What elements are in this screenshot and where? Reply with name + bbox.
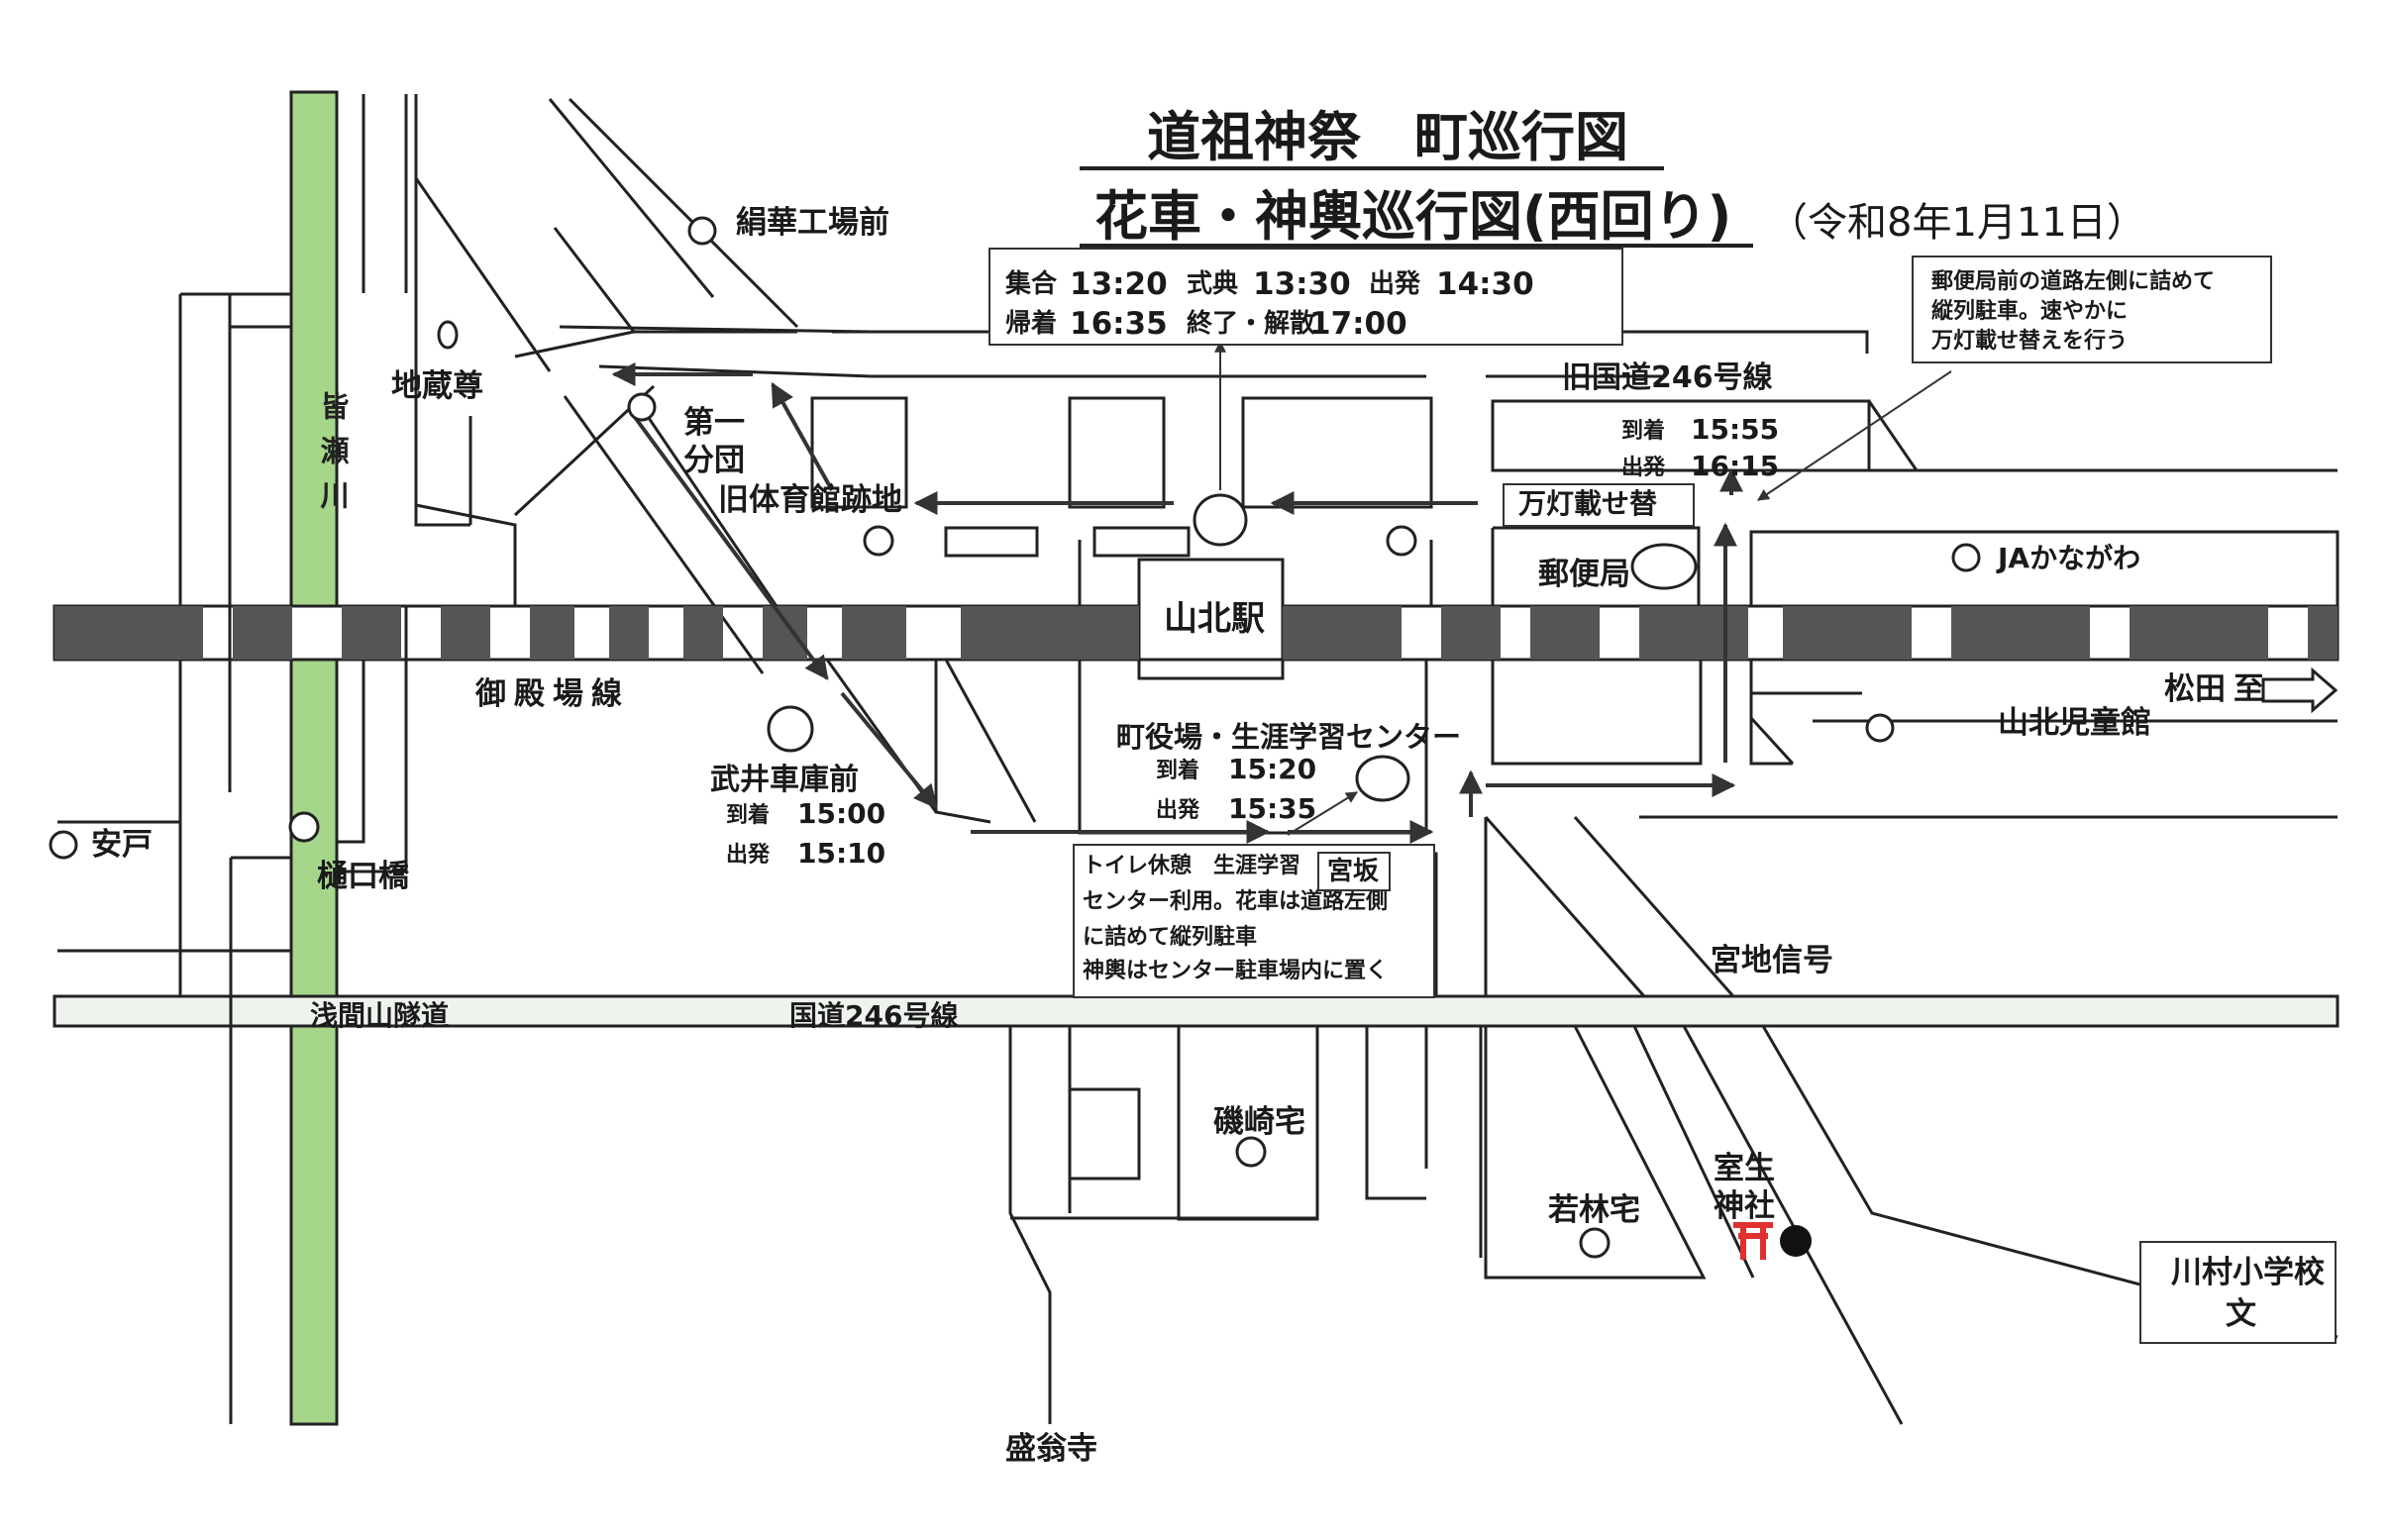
minase-river xyxy=(289,90,339,1426)
toilet-note: トイレ休憩 生涯学習 センター利用。花車は道路左側 に詰めて縦列駐車 神輿はセン… xyxy=(1073,844,1435,998)
toilet-note-line2: センター利用。花車は道路左側 xyxy=(1083,889,1389,914)
route246-label: 国道246号線 xyxy=(789,999,959,1032)
center-arrive-time: 15:20 xyxy=(1228,753,1317,785)
mando-box: 万灯載せ替 xyxy=(1503,483,1695,527)
school-box: 川村小学校 文 xyxy=(2139,1241,2337,1344)
schedule-return-label: 帰着 xyxy=(1005,309,1058,339)
higuchi-label: 樋口橋 xyxy=(317,859,409,894)
old246-name: 旧国道246号線 xyxy=(1562,360,1773,395)
isozaki-label: 磯崎宅 xyxy=(1213,1104,1305,1140)
station-label: 山北駅 xyxy=(1164,599,1265,639)
yasudo-label: 安戸 xyxy=(91,827,153,863)
torii-icon xyxy=(1733,1222,1773,1260)
takei-arrive-time: 15:00 xyxy=(797,797,886,830)
miyasaka-label: 宮坂 xyxy=(1327,857,1380,886)
school-symbol: 文 xyxy=(2226,1296,2256,1332)
takei-name: 武井車庫前 xyxy=(710,763,859,797)
shrine-dot xyxy=(1780,1225,1812,1257)
post-office-note-line2: 縦列駐車。速やかに xyxy=(1931,299,2129,324)
takei-depart-time: 15:10 xyxy=(797,837,886,870)
route-arrow xyxy=(771,381,834,491)
post-office-note-line1: 郵便局前の道路左側に詰めて xyxy=(1931,269,2216,294)
schedule-box: 集合 13:20 式典 13:30 出発 14:30 帰着 16:35 終了・解… xyxy=(988,248,1623,346)
old246-arrive-label: 到着 xyxy=(1621,419,1666,444)
rail-hatching xyxy=(54,606,2338,660)
old-gym-label: 旧体育館跡地 xyxy=(718,482,902,518)
toilet-note-line4: 神輿はセンター駐車場内に置く xyxy=(1083,959,1389,983)
center-depart-time: 15:35 xyxy=(1228,792,1317,825)
page-date: （令和8年1月11日） xyxy=(1768,200,2146,246)
asama-label: 浅間山隧道 xyxy=(310,999,450,1032)
schedule-gather-time: 13:20 xyxy=(1070,266,1168,302)
page-subtitle: 花車・神輿巡行図(西回り) xyxy=(1094,185,1732,248)
leader-lines xyxy=(1214,340,1952,836)
schedule-depart-label: 出発 xyxy=(1369,269,1421,299)
minase-river-label: 皆瀬川 xyxy=(316,391,350,525)
daiichi-label-2: 分団 xyxy=(683,443,745,478)
muro-label-1: 室生 xyxy=(1714,1151,1775,1186)
children-hall-label: 山北児童館 xyxy=(1998,705,2151,741)
center-depart-label: 出発 xyxy=(1156,798,1200,823)
old246-depart-label: 出発 xyxy=(1621,456,1666,480)
route-arrow xyxy=(840,691,938,809)
kenka-label: 絹華工場前 xyxy=(736,205,889,241)
center-name: 町役場・生涯学習センター xyxy=(1116,720,1462,754)
matsuda-dir-label: 至 xyxy=(2234,671,2264,707)
takei-depart-label: 出発 xyxy=(726,843,771,868)
ja-label: JAかながわ xyxy=(1998,542,2141,574)
post-office-note: 郵便局前の道路左側に詰めて 縦列駐車。速やかに 万灯載せ替えを行う xyxy=(1912,256,2272,363)
matsuda-label: 松田 xyxy=(2164,671,2226,707)
page-title: 道祖神祭 町巡行図 xyxy=(1147,106,1628,168)
post-office-note-line3: 万灯載せ替えを行う xyxy=(1931,329,2129,354)
center-arrive-label: 到着 xyxy=(1156,759,1200,783)
route-arrow xyxy=(632,414,829,680)
muro-label-2: 神社 xyxy=(1714,1188,1775,1224)
matsuda-arrow xyxy=(2261,667,2339,714)
schedule-ceremony-time: 13:30 xyxy=(1253,266,1351,302)
post-office-label: 郵便局 xyxy=(1538,557,1630,592)
old246-arrive-time: 15:55 xyxy=(1691,413,1780,446)
gotemba-line-label: 御殿場線 xyxy=(475,676,630,712)
mando-label: 万灯載せ替 xyxy=(1518,487,1658,520)
miyasaka-box: 宮坂 xyxy=(1317,852,1391,891)
procession-route xyxy=(611,362,1743,844)
schedule-end-time: 17:00 xyxy=(1309,306,1407,342)
wakabayashi-label: 若林宅 xyxy=(1548,1192,1640,1228)
toilet-note-line3: に詰めて縦列駐車 xyxy=(1083,925,1258,950)
jizo-label: 地蔵尊 xyxy=(391,368,483,404)
seiouji-label: 盛翁寺 xyxy=(1005,1431,1097,1467)
schedule-depart-time: 14:30 xyxy=(1436,266,1534,302)
schedule-end-label: 終了・解散 xyxy=(1187,309,1316,339)
schedule-gather-label: 集合 xyxy=(1005,269,1058,299)
schedule-return-time: 16:35 xyxy=(1070,306,1168,342)
schedule-ceremony-label: 式典 xyxy=(1187,269,1239,299)
old246-depart-time: 16:15 xyxy=(1691,450,1780,482)
school-name: 川村小学校 xyxy=(2171,1255,2325,1290)
takei-arrive-label: 到着 xyxy=(726,803,771,828)
toilet-note-line1: トイレ休憩 生涯学習 xyxy=(1083,854,1301,878)
daiichi-label-1: 第一 xyxy=(683,405,745,441)
miyaji-label: 宮地信号 xyxy=(1711,943,1833,978)
